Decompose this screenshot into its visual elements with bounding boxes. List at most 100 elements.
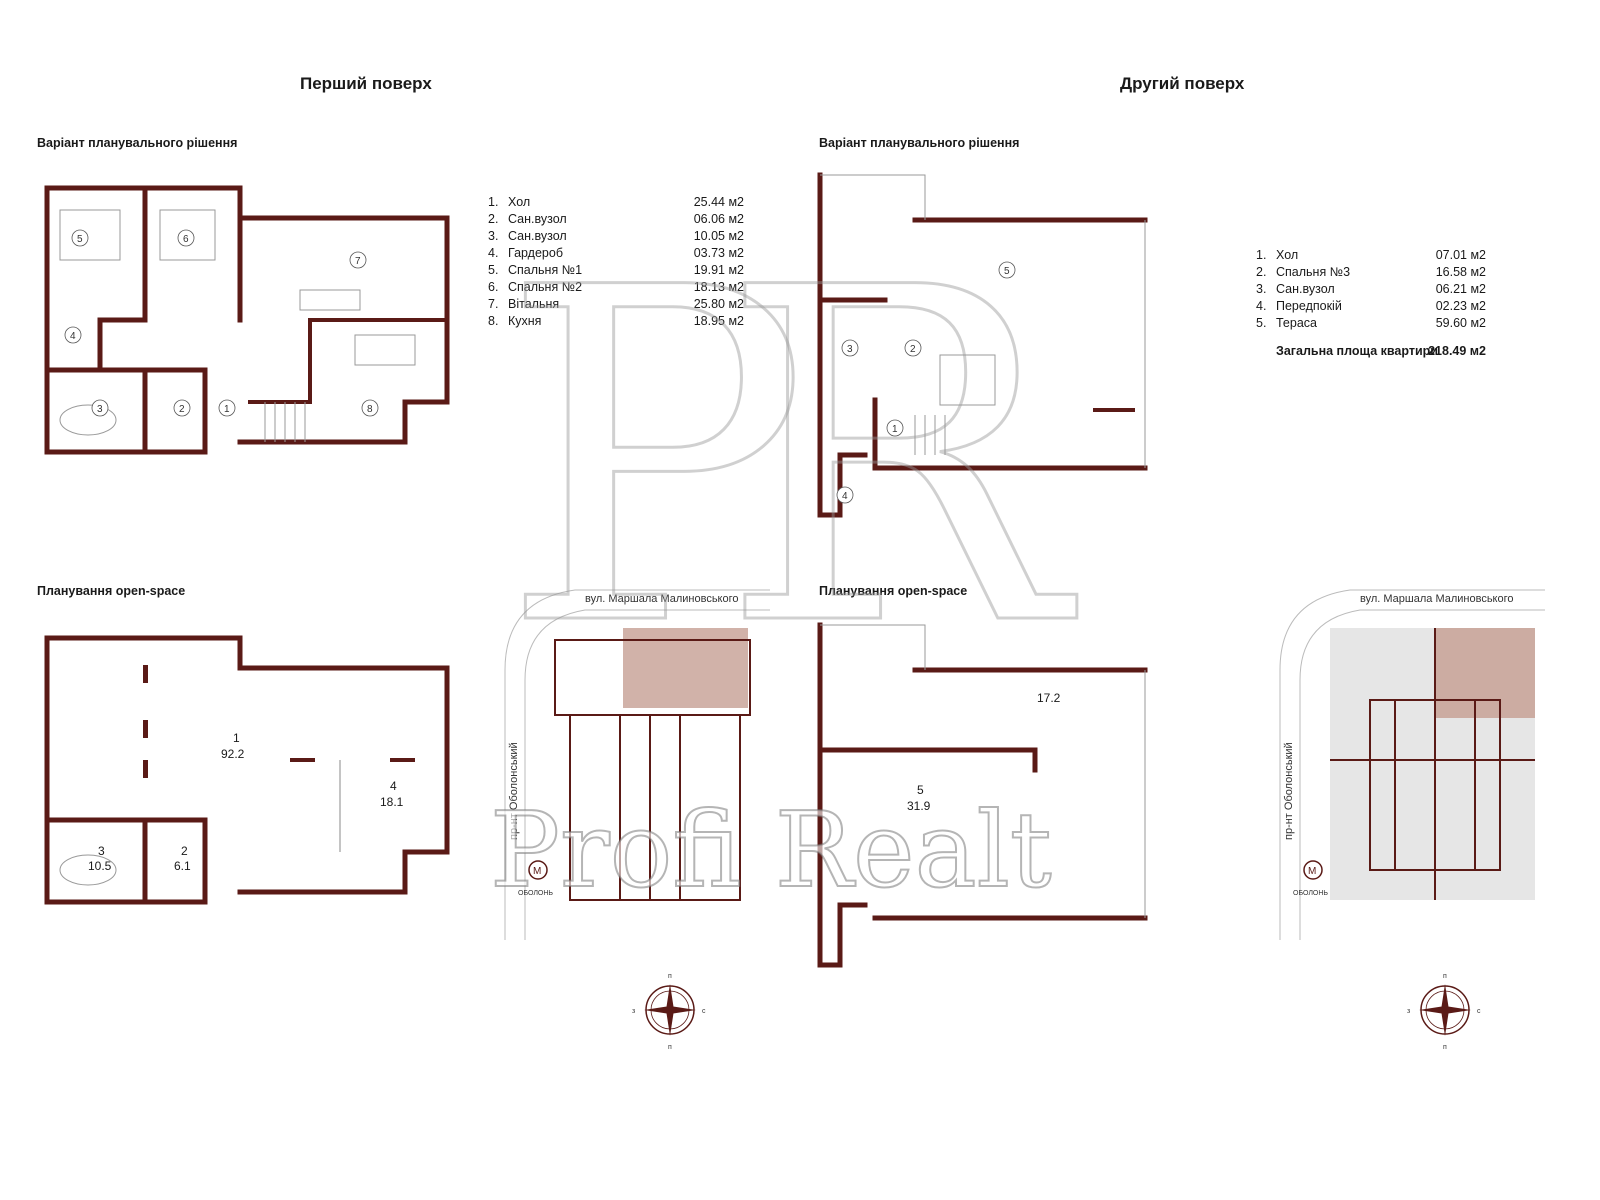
street-name-top: вул. Маршала Малиновського: [1360, 593, 1514, 605]
room-marker: [177, 229, 195, 247]
openspace-room-num: 4: [390, 779, 397, 793]
street-name-side: пр-нт Оболонський: [508, 742, 520, 840]
room-marker-label: 2: [179, 404, 185, 415]
room-marker-label: 3: [97, 404, 103, 415]
compass-west: з: [632, 1008, 635, 1015]
street-curve: [1299, 609, 1545, 940]
floor-2-variant-title: Варіант планувального рішення: [819, 136, 1020, 150]
room-area: 06.21 м2: [1435, 282, 1486, 296]
room-name: Спальня №1: [508, 263, 583, 277]
room-area: 18.95 м2: [693, 314, 744, 328]
room-name: Сан.вузол: [508, 229, 567, 243]
compass-north: п: [668, 973, 672, 980]
floor-1-variant-plan: 1 2 3 4 5 6 7 8: [44, 185, 450, 455]
room-name: Вітальня: [508, 297, 560, 311]
floor-2-variant-plan: 1 2 3 4 5: [817, 172, 1148, 518]
room-marker: [886, 419, 904, 437]
plan-wall: [817, 622, 1148, 968]
bed-icon: [159, 209, 216, 261]
room-num: 5.: [1256, 316, 1267, 330]
metro-letter: M: [533, 866, 541, 877]
room-marker-label: 4: [70, 331, 76, 342]
openspace-room-area: 10.5: [88, 859, 112, 873]
openspace-room-area: 31.9: [907, 799, 931, 813]
compass-south: п: [1443, 1044, 1447, 1050]
room-area: 16.58 м2: [1435, 265, 1486, 279]
room-area: 25.44 м2: [693, 195, 744, 209]
bathtub-icon: [59, 404, 117, 436]
room-num: 1.: [1256, 248, 1267, 262]
room-marker-label: 2: [910, 344, 916, 355]
site-map-floor-1: вул. Маршала Малиновського пр-нт Оболонс…: [504, 589, 770, 940]
room-marker: [91, 399, 109, 417]
room-markers: 1 2 3 4 5: [836, 261, 1016, 504]
column: [143, 760, 148, 778]
terrace-outline: [820, 174, 1146, 468]
room-marker-label: 4: [842, 491, 848, 502]
room-area: 03.73 м2: [693, 246, 744, 260]
street-name-side: пр-нт Оболонський: [1283, 742, 1295, 840]
room-marker-label: 3: [847, 344, 853, 355]
openspace-room-num: 1: [233, 731, 240, 745]
room-area: 18.13 м2: [693, 280, 744, 294]
plan-wall: [248, 318, 449, 404]
building-footprint: [554, 639, 751, 901]
room-name: Передпокій: [1276, 299, 1342, 313]
room-marker-label: 5: [1004, 266, 1010, 277]
room-marker-label: 7: [355, 256, 361, 267]
terrace-outline: [820, 624, 1146, 918]
room-marker: [841, 339, 859, 357]
room-marker: [361, 399, 379, 417]
openspace-room-area: 18.1: [380, 795, 404, 809]
room-markers: 1 2 3 4 5 6 7 8: [64, 229, 379, 417]
room-area: 10.05 м2: [693, 229, 744, 243]
room-name: Сан.вузол: [1276, 282, 1335, 296]
floor-1-variant-title: Варіант планувального рішення: [37, 136, 238, 150]
room-marker: [904, 339, 922, 357]
column: [290, 758, 315, 762]
room-marker-label: 1: [224, 404, 230, 415]
column: [143, 665, 148, 683]
bed-icon: [939, 354, 996, 406]
room-num: 3.: [488, 229, 499, 243]
compass-star: [1419, 984, 1471, 1036]
metro-marker: M ОБОЛОНЬ: [1293, 860, 1328, 897]
apartment-highlight: [623, 628, 748, 708]
room-area: 06.06 м2: [693, 212, 744, 226]
plan-wall: [44, 185, 450, 455]
room-area: 02.23 м2: [1435, 299, 1486, 313]
compass-north: п: [1443, 973, 1447, 980]
room-marker: [836, 486, 854, 504]
room-marker: [173, 399, 191, 417]
openspace-room-area: 92.2: [221, 747, 245, 761]
room-num: 2.: [488, 212, 499, 226]
column: [390, 758, 415, 762]
room-area: 59.60 м2: [1435, 316, 1486, 330]
floor-1-title: Перший поверх: [300, 74, 432, 93]
bed-icon: [59, 209, 121, 261]
dining-table-icon: [354, 334, 416, 366]
room-row: 3. Сан.вузол 06.21 м2: [1256, 281, 1538, 298]
street-curve: [504, 589, 770, 940]
room-num: 3.: [1256, 282, 1267, 296]
room-marker: [64, 326, 82, 344]
bathtub-icon: [59, 854, 117, 886]
room-marker-label: 6: [183, 234, 189, 245]
room-num: 2.: [1256, 265, 1267, 279]
openspace-room-num: 3: [98, 844, 105, 858]
total-area-label: Загальна площа квартири: [1276, 344, 1438, 358]
openspace-room-area: 6.1: [174, 859, 191, 873]
room-name: Кухня: [508, 314, 542, 328]
metro-name: ОБОЛОНЬ: [1293, 890, 1328, 897]
